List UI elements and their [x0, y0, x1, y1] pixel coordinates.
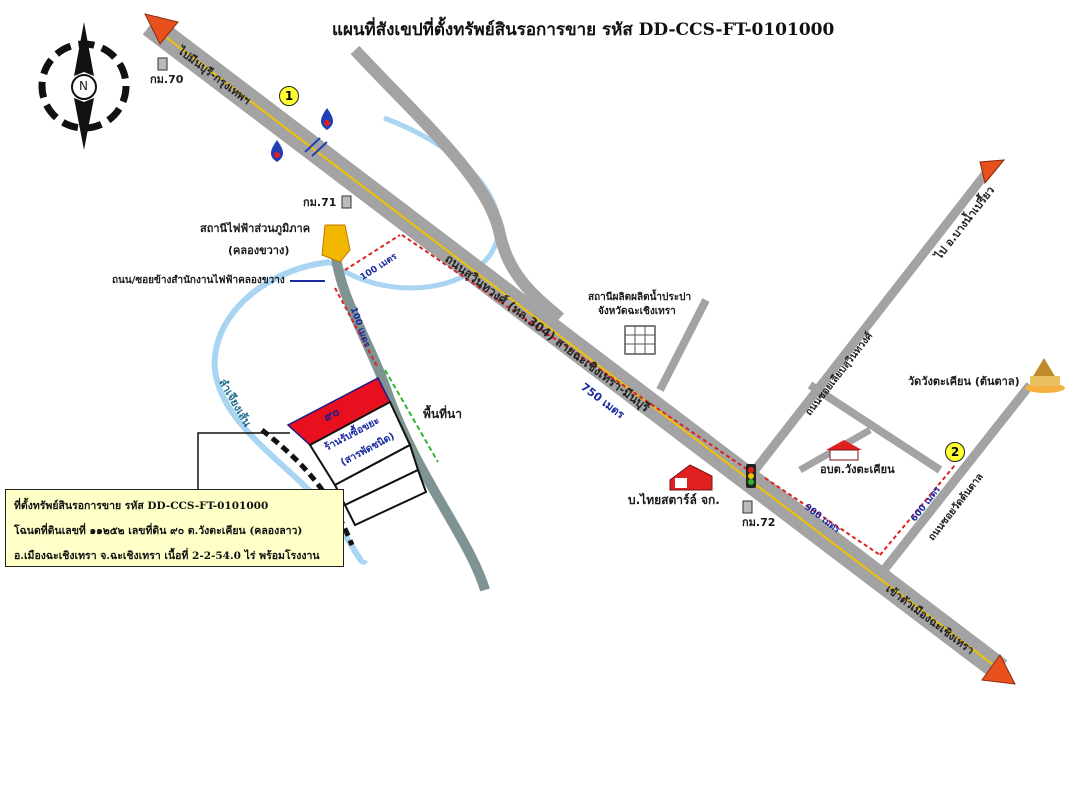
- road-branch: [807, 381, 943, 474]
- distance-line-900: [764, 477, 881, 556]
- highway-centerline: [149, 24, 1001, 671]
- temple-icon: [1025, 358, 1065, 393]
- road-waterworks: [656, 298, 710, 392]
- road-northeast: [751, 165, 994, 473]
- substation-label-2: (คลองขวาง): [228, 244, 290, 257]
- marker-1: 1: [279, 86, 299, 106]
- plot-boundary-dashed: [260, 428, 355, 546]
- factory-icon: [669, 464, 713, 491]
- km72-post-icon: [742, 500, 753, 514]
- side-road-plot: [330, 249, 490, 592]
- marker-2: 2: [945, 442, 965, 462]
- paddy-label: พื้นที่นา: [423, 407, 462, 421]
- lane-label: ถนน/ซอยข้างสำนักงานไฟฟ้าคลองขวาง: [112, 275, 285, 286]
- tao-office-icon: [826, 440, 862, 461]
- distance-line-100a: [344, 234, 401, 271]
- road-north-curve: [350, 45, 565, 323]
- info-line-2: โฉนดที่ดินเลขที่ ๑๑๒๕๒ เลขที่ดิน ๙๐ ต.วั…: [14, 525, 303, 537]
- waterworks-label-2: จังหวัดฉะเชิงเทรา: [598, 306, 676, 317]
- north-compass-icon: [38, 22, 130, 150]
- km71-post-icon: [341, 195, 352, 209]
- km70-post-icon: [157, 57, 168, 71]
- distance-line-100b: [334, 287, 379, 369]
- fuel-station-icon: [270, 108, 334, 162]
- compass-letter: N: [79, 79, 88, 93]
- tao-label: อบต.วังตะเคียน: [820, 463, 895, 476]
- info-line-3: อ.เมืองฉะเชิงเทรา จ.ฉะเชิงเทรา เนื้อที่ …: [14, 550, 320, 562]
- arrow-ne-icon: [979, 159, 1006, 185]
- km70-label: กม.70: [150, 73, 184, 86]
- property-info-box: ที่ตั้งทรัพย์สินรอการขาย รหัส DD-CCS-FT-…: [5, 489, 344, 567]
- info-pointer: [197, 432, 290, 489]
- temple-label: วัดวังตะเคียน (ต้นตาล): [908, 375, 1020, 388]
- arrow-se-icon: [981, 654, 1016, 685]
- substation-label-1: สถานีไฟฟ้าส่วนภูมิภาค: [200, 222, 311, 235]
- bridge-icon: [304, 137, 328, 157]
- waterworks-label-1: สถานีผลิตผลิตน้ำประปา: [588, 292, 692, 303]
- paddy-arrow-line: [384, 369, 439, 463]
- km72-label: กม.72: [742, 516, 776, 529]
- arrow-nw-icon: [144, 13, 179, 45]
- km71-label: กม.71: [303, 196, 337, 209]
- road-temple-lane: [876, 382, 1034, 578]
- map-title: แผนที่สังเขปที่ตั้งทรัพย์สินรอการขาย รหั…: [332, 20, 835, 40]
- distance-line-600: [879, 464, 956, 556]
- company-label: บ.ไทยสตาร์ล์ จก.: [628, 493, 720, 507]
- waterworks-icon: [624, 325, 656, 355]
- info-line-1: ที่ตั้งทรัพย์สินรอการขาย รหัส DD-CCS-FT-…: [14, 500, 269, 512]
- substation-icon: [321, 224, 351, 263]
- plot-adjacent-2: [343, 468, 428, 527]
- traffic-light-icon: [746, 464, 756, 488]
